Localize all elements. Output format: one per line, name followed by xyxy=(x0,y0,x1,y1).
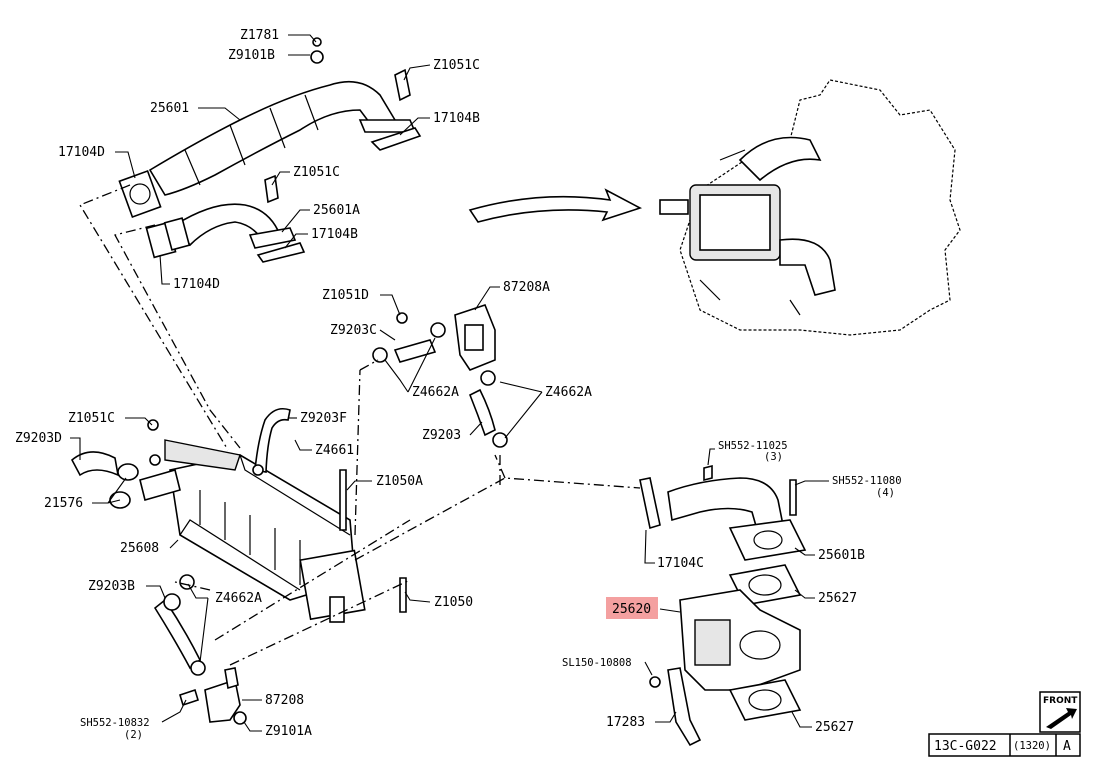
label-z9203c: Z9203C xyxy=(330,323,377,338)
label-z9203d: Z9203D xyxy=(15,431,62,446)
label-z9101b: Z9101B xyxy=(228,48,275,63)
label-z4661: Z4661 xyxy=(315,443,354,458)
label-17104d-top: 17104D xyxy=(58,145,105,160)
label-sh552-10832: SH552-10832 xyxy=(80,717,150,729)
routing-lines xyxy=(79,184,641,666)
label-z4662a-3: Z4662A xyxy=(215,591,262,606)
label-sh552-11025-qty: (3) xyxy=(764,451,783,463)
egr-valve-assembly xyxy=(639,464,807,747)
label-sh552-11025: SH552-11025 xyxy=(718,440,788,452)
engine-illustration xyxy=(659,79,961,336)
label-sh552-11080-qty: (4) xyxy=(876,487,895,499)
label-17104d-bot: 17104D xyxy=(173,277,220,292)
hose-z9203f xyxy=(252,407,291,476)
label-25608: 25608 xyxy=(120,541,159,556)
label-z1051c-top: Z1051C xyxy=(433,58,480,73)
pipe-25601 xyxy=(118,37,422,219)
label-87208a: 87208A xyxy=(503,280,550,295)
label-z1050: Z1050 xyxy=(434,595,473,610)
label-z9203: Z9203 xyxy=(422,428,461,443)
front-arrow-icon xyxy=(1046,708,1077,729)
label-sh552-11080: SH552-11080 xyxy=(832,475,902,487)
pipe-87208-group xyxy=(153,574,247,725)
label-17104b: 17104B xyxy=(433,111,480,126)
label-sh552-10832-qty: (2) xyxy=(124,729,143,741)
label-z1051d: Z1051D xyxy=(322,288,369,303)
footer-code: 13C-G022 xyxy=(934,739,997,754)
label-25627-top: 25627 xyxy=(818,591,857,606)
label-z9203b: Z9203B xyxy=(88,579,135,594)
label-z4662a-1: Z4662A xyxy=(412,385,459,400)
label-z9101a: Z9101A xyxy=(265,724,312,739)
label-17104b-2: 17104B xyxy=(311,227,358,242)
label-25601b: 25601B xyxy=(818,548,865,563)
part-labels: Z1781 Z9101B Z1051C 25601 17104B 17104D … xyxy=(15,28,902,741)
label-17104c: 17104C xyxy=(657,556,704,571)
footer-rev: A xyxy=(1063,739,1071,754)
label-87208: 87208 xyxy=(265,693,304,708)
label-sl150-10808: SL150-10808 xyxy=(562,657,632,669)
front-badge-text: FRONT xyxy=(1043,696,1078,706)
label-21576: 21576 xyxy=(44,496,83,511)
pipe-25601a xyxy=(145,174,306,263)
label-25627-bot: 25627 xyxy=(815,720,854,735)
label-17283: 17283 xyxy=(606,715,645,730)
egr-cooler-25608 xyxy=(139,419,407,623)
pipe-87208a-group xyxy=(372,304,508,448)
leader-lines xyxy=(70,34,829,732)
label-z9203f: Z9203F xyxy=(300,411,347,426)
label-z1051c-left: Z1051C xyxy=(68,411,115,426)
highlight-25620 xyxy=(606,597,658,619)
footer-date: (1320) xyxy=(1013,740,1051,752)
direction-arrow xyxy=(468,188,643,223)
label-z1051c-mid: Z1051C xyxy=(293,165,340,180)
label-25601: 25601 xyxy=(150,101,189,116)
front-badge: FRONT xyxy=(1039,691,1081,733)
label-z4662a-2: Z4662A xyxy=(545,385,592,400)
label-z1781: Z1781 xyxy=(240,28,279,43)
label-z1050a: Z1050A xyxy=(376,474,423,489)
footer-code-box: 13C-G022 (1320) A xyxy=(928,733,1081,757)
label-25620[interactable]: 25620 xyxy=(612,602,651,617)
label-25601a: 25601A xyxy=(313,203,360,218)
